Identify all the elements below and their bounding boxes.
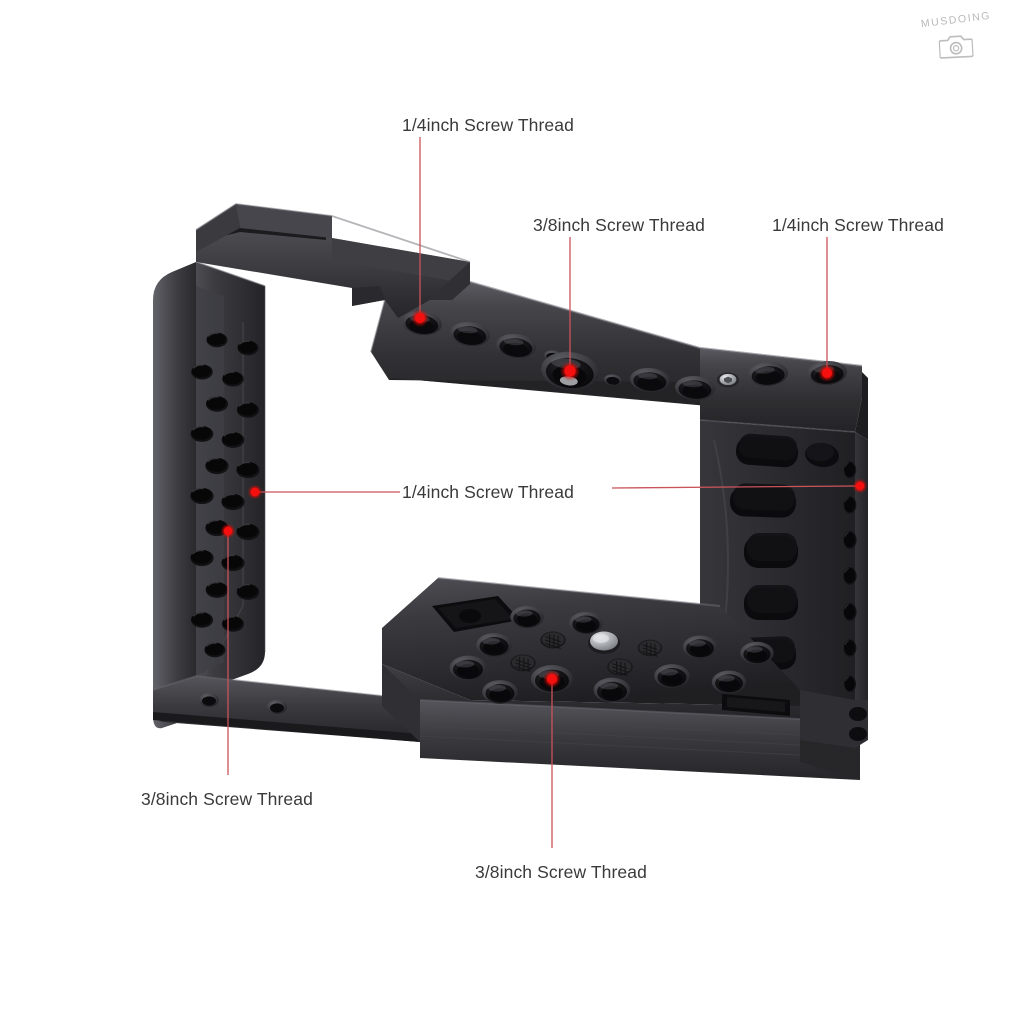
baseplate-right-slot bbox=[722, 694, 790, 716]
dot-side-left bbox=[247, 484, 263, 500]
callout-label-top-left-quarter: 1/4inch Screw Thread bbox=[402, 115, 574, 135]
leader-side-right bbox=[611, 485, 858, 489]
callout-leaders bbox=[227, 137, 858, 848]
dot-bottom-left-38 bbox=[220, 523, 236, 539]
cold-shoe-mount bbox=[195, 203, 471, 318]
callout-label-side-quarter: 1/4inch Screw Thread bbox=[402, 482, 574, 502]
dot-top-center-38 bbox=[560, 361, 580, 381]
dot-top-left-quarter bbox=[411, 309, 429, 327]
callout-label-top-center-three-eighth: 3/8inch Screw Thread bbox=[533, 215, 705, 235]
hex-screw-top bbox=[717, 372, 739, 388]
callout-label-bottom-center-three-eighth: 3/8inch Screw Thread bbox=[475, 862, 647, 882]
rear-bar-hole-group bbox=[199, 693, 287, 714]
dot-bottom-center-38 bbox=[543, 670, 561, 688]
dot-side-right bbox=[852, 478, 868, 494]
callout-dots bbox=[220, 309, 868, 688]
center-screw bbox=[588, 631, 620, 654]
cage-baseplate bbox=[152, 577, 868, 780]
baseplate-hole-group bbox=[449, 605, 774, 704]
baseplate-left-slot bbox=[432, 596, 520, 632]
dot-top-right-quarter bbox=[818, 364, 836, 382]
callout-label-top-right-quarter: 1/4inch Screw Thread bbox=[772, 215, 944, 235]
cage-left-panel bbox=[153, 261, 266, 729]
callout-label-bottom-left-three-eighth: 3/8inch Screw Thread bbox=[141, 789, 313, 809]
